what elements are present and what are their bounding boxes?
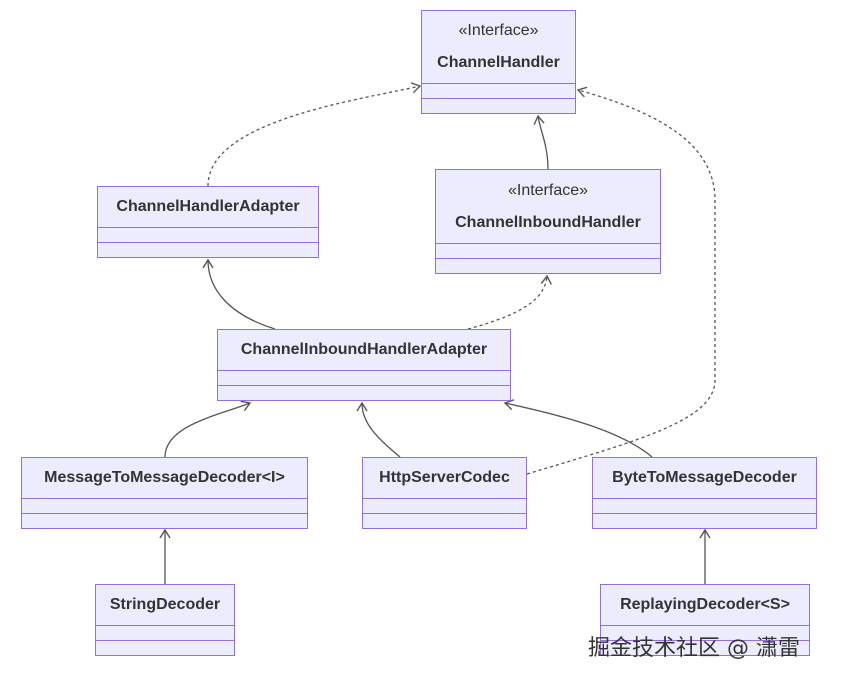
attributes-compartment [22, 499, 307, 514]
methods-compartment [363, 514, 526, 528]
class-header: MessageToMessageDecoder<I> [22, 458, 307, 499]
methods-compartment [98, 243, 318, 257]
attributes-compartment [98, 228, 318, 243]
class-channel-inbound-handler: «Interface» ChannelInboundHandler [435, 169, 661, 274]
class-name: ChannelInboundHandlerAdapter [240, 341, 488, 358]
class-header: ChannelHandlerAdapter [98, 187, 318, 228]
attributes-compartment [593, 499, 816, 514]
edge-channelinboundhandler-to-channelhandler [533, 114, 549, 170]
edge-inboundadapter-to-channelhandleradapter [202, 258, 276, 330]
class-string-decoder: StringDecoder [95, 584, 235, 656]
class-header: ByteToMessageDecoder [593, 458, 816, 499]
class-http-server-codec: HttpServerCodec [362, 457, 527, 529]
edge-inboundadapter-to-channelinboundhandler [467, 274, 552, 330]
class-name: StringDecoder [109, 596, 221, 613]
class-name: MessageToMessageDecoder<I> [44, 469, 285, 486]
class-name: HttpServerCodec [379, 469, 510, 486]
class-name: ReplayingDecoder<S> [620, 596, 790, 613]
stereotype-label: «Interface» [507, 181, 589, 199]
edge-httpservercodec-to-inboundadapter [356, 401, 401, 458]
class-byte-to-message-decoder: ByteToMessageDecoder [592, 457, 817, 529]
attributes-compartment [422, 84, 575, 99]
methods-compartment [436, 259, 660, 273]
stereotype-label: «Interface» [458, 22, 539, 39]
attributes-compartment [96, 626, 234, 641]
class-header: HttpServerCodec [363, 458, 526, 499]
class-header: StringDecoder [96, 585, 234, 626]
class-header: ReplayingDecoder<S> [601, 585, 809, 626]
attributes-compartment [218, 371, 510, 386]
methods-compartment [218, 386, 510, 400]
attributes-compartment [436, 244, 660, 259]
attributes-compartment [601, 626, 809, 641]
methods-compartment [422, 99, 575, 113]
edge-bytetomessagedecoder-to-inboundadapter [503, 399, 653, 458]
edge-channelhandleradapter-to-channelhandler [207, 82, 422, 187]
class-header: «Interface» ChannelInboundHandler [436, 170, 660, 244]
methods-compartment [96, 641, 234, 655]
class-message-to-message-decoder: MessageToMessageDecoder<I> [21, 457, 308, 529]
class-channel-handler-adapter: ChannelHandlerAdapter [97, 186, 319, 258]
class-channel-inbound-handler-adapter: ChannelInboundHandlerAdapter [217, 329, 511, 401]
class-header: «Interface» ChannelHandler [422, 11, 575, 84]
class-name: ChannelInboundHandler [455, 213, 641, 231]
class-header: ChannelInboundHandlerAdapter [218, 330, 510, 371]
methods-compartment [593, 514, 816, 528]
attributes-compartment [363, 499, 526, 514]
class-name: ChannelHandler [437, 54, 560, 71]
watermark-text: 掘金技术社区 @ 潇雷 [588, 636, 800, 661]
edge-messagetomessagedecoder-to-inboundadapter [164, 400, 252, 458]
class-replaying-decoder: ReplayingDecoder<S> [600, 584, 810, 656]
class-channel-handler: «Interface» ChannelHandler [421, 10, 576, 114]
class-name: ChannelHandlerAdapter [116, 198, 300, 215]
class-name: ByteToMessageDecoder [612, 469, 797, 486]
edge-httpservercodec-to-channelhandler [526, 86, 716, 475]
methods-compartment [22, 514, 307, 528]
